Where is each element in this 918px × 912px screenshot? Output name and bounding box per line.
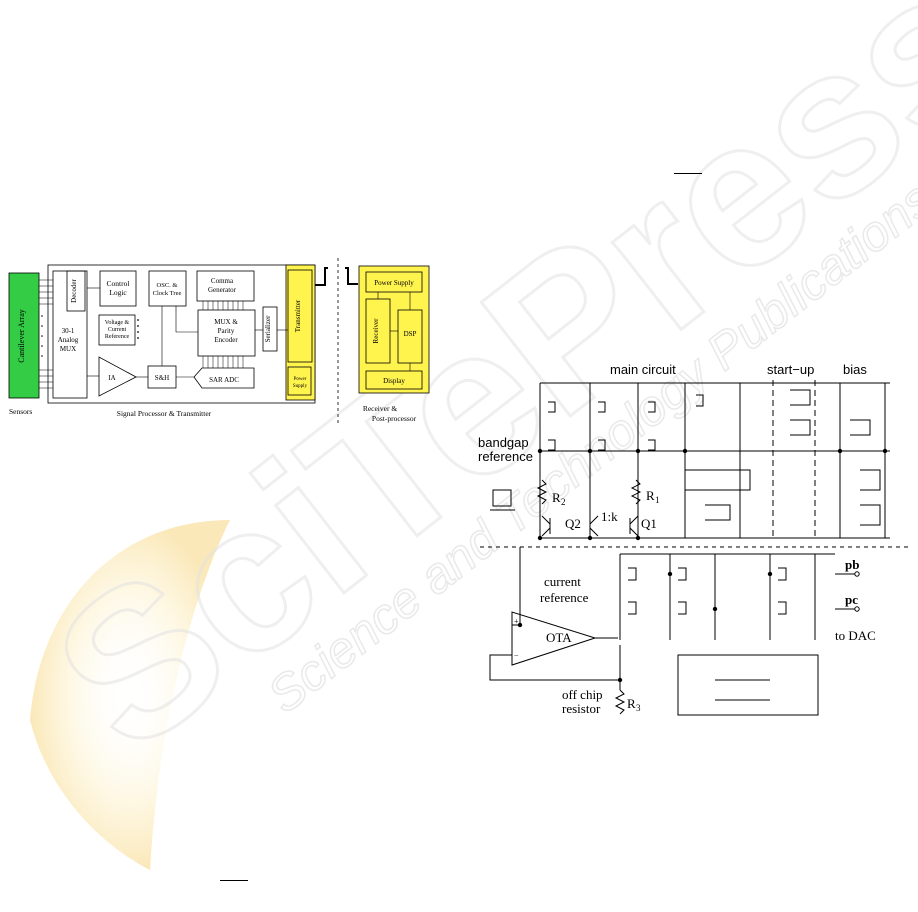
svg-text:Receiver: Receiver [372,318,380,344]
svg-text:IA: IA [108,374,115,382]
svg-text:Power: Power [294,377,307,382]
caption-receiver-2: Post-processor [372,414,417,423]
circuit-diagram: main circuit start−up bias bandgap refer… [478,362,910,716]
serializer-block [262,306,278,352]
svg-text:Clock Tree: Clock Tree [153,290,182,297]
label-r2: R [552,490,561,505]
equation-rule-top [674,173,702,174]
svg-text:Control: Control [107,279,130,288]
voltage-reference-block [98,314,136,346]
power-supply-block [365,271,423,293]
svg-text:+: + [514,617,519,626]
display-block [365,370,423,390]
label-offchip-2: resistor [562,701,601,716]
control-logic-block [99,270,137,307]
svg-text:MUX &: MUX & [214,318,238,326]
mux-parity-block [197,309,256,357]
svg-text:Generator: Generator [208,286,237,294]
svg-text:SAR ADC: SAR ADC [209,376,239,384]
label-r1: R [646,488,655,503]
svg-text:−: − [514,651,519,660]
label-bias: bias [843,362,867,377]
svg-text:Current: Current [108,327,127,333]
svg-text:Transmitter: Transmitter [294,299,302,332]
antenna-rx [345,267,358,285]
label-q2: Q2 [565,516,581,531]
svg-text:Voltage &: Voltage & [105,320,130,326]
block-diagram: Cantilever Array Decoder 30-1 Analog MUX… [8,258,430,425]
label-current-ref-2: reference [540,590,589,605]
svg-text:Supply: Supply [293,384,308,389]
label-start-up: start−up [767,362,814,377]
decoder-label: Decoder [70,278,78,302]
svg-text:Encoder: Encoder [214,336,238,344]
caption-receiver-1: Receiver & [363,404,398,413]
svg-text:Comma: Comma [211,277,234,285]
svg-text:1: 1 [655,495,660,505]
label-bandgap-2: reference [478,449,533,464]
transmitter-block [287,269,313,363]
osc-clock-block [148,270,187,307]
antenna-tx [315,267,328,286]
cantilever-array-label: Cantilever Array [17,309,26,363]
caption-sensors: Sensors [9,407,32,416]
label-ratio: 1:k [601,509,618,524]
ia-amplifier [98,356,137,397]
mux-label-1: 30-1 [62,327,75,335]
label-pb: pb [845,557,859,572]
caption-signal-processor: Signal Processor & Transmitter [117,409,212,418]
label-offchip-1: off chip [562,687,603,702]
svg-text:3: 3 [636,703,641,713]
svg-text:Reference: Reference [105,333,130,340]
mux-label-2: Analog [58,336,79,344]
svg-text:Parity: Parity [218,327,235,335]
equation-rule-bottom [220,880,248,881]
svg-text:OSC. &: OSC. & [157,282,178,289]
power-supply-small-block [287,366,312,396]
cantilever-array-block [8,272,40,399]
svg-text:Display: Display [383,377,405,385]
label-r3: R [627,696,636,711]
label-q1: Q1 [641,516,657,531]
comma-generator-block [196,270,255,302]
svg-text:Serializer: Serializer [264,315,272,342]
label-bandgap-1: bandgap [478,435,529,450]
sar-adc-block [193,367,255,389]
svg-text:2: 2 [561,497,566,507]
label-pc: pc [845,592,858,607]
svg-text:Logic: Logic [109,288,127,297]
label-main-circuit: main circuit [610,362,676,377]
label-ota: OTA [546,630,572,645]
label-to-dac: to DAC [835,628,876,643]
svg-text:S&H: S&H [155,374,169,382]
svg-text:Power Supply: Power Supply [374,279,414,287]
svg-text:DSP: DSP [404,330,417,338]
analog-mux-block [52,270,88,399]
mux-label-3: MUX [60,345,76,353]
watermark-swoosh [30,520,230,870]
label-current-ref-1: current [544,574,581,589]
